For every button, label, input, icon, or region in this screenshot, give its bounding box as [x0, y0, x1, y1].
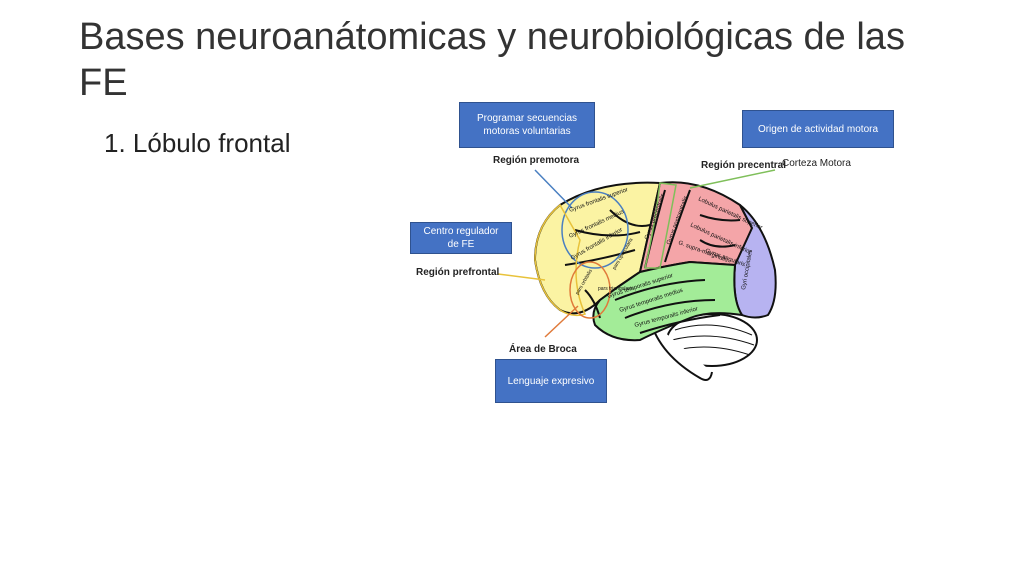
broca-pointer: [544, 305, 579, 338]
callout-centro-regulador: Centro regulador de FE: [410, 222, 512, 254]
callout-programar-text: Programar secuencias motoras voluntarias: [476, 113, 578, 137]
callout-programar-secuencias: Programar secuencias motoras voluntarias: [459, 102, 595, 148]
callout-origen-text: Origen de actividad motora: [757, 123, 879, 135]
callout-centro-text: Centro regulador de FE: [423, 226, 499, 250]
label-corteza-motora: Corteza Motora: [782, 158, 851, 169]
prefrontal-outline: [534, 203, 587, 317]
cerebellum-shape: [649, 313, 758, 381]
prefrontal-pointer: [497, 273, 546, 281]
temporal-lobe-region: [592, 260, 745, 342]
label-region-precentral: Región precentral: [701, 160, 787, 171]
pars-triangularis-label: pars triangularis: [598, 286, 634, 292]
callout-lenguaje-text: Lenguaje expresivo: [507, 375, 595, 387]
premotor-ring: [561, 191, 629, 269]
label-region-prefrontal: Región prefrontal: [416, 267, 500, 278]
callout-lenguaje-expresivo: Lenguaje expresivo: [495, 359, 607, 403]
premotor-pointer: [534, 169, 573, 209]
precentral-outline: [644, 182, 677, 269]
bullet-frontal-lobe: 1. Lóbulo frontal: [104, 128, 291, 158]
callout-origen-actividad: Origen de actividad motora: [742, 110, 894, 148]
label-region-premotora: Región premotora: [493, 155, 580, 166]
precentral-pointer: [689, 169, 776, 189]
slide-title: Bases neuroanátomicas y neurobiológicas …: [79, 16, 905, 104]
label-area-broca: Área de Broca: [509, 344, 577, 355]
broca-ring: [569, 261, 611, 319]
